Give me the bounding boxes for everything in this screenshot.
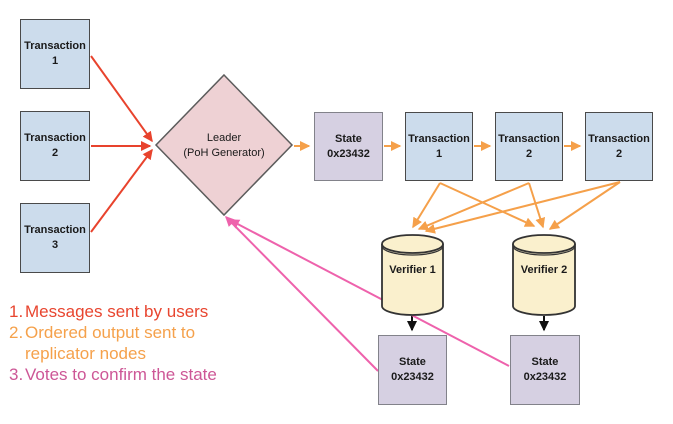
node-user-transaction-2: Transaction 2 (20, 111, 90, 181)
legend-text: Votes to confirm the state (25, 365, 217, 384)
legend-text: Messages sent by users (25, 302, 209, 321)
arrow-chaintx3-to-verifier2 (548, 181, 621, 230)
leader-diamond-shape (154, 73, 294, 217)
arrow-tx3-to-leader (90, 148, 153, 233)
node-user-transaction-1: Transaction 1 (20, 19, 90, 89)
legend-number: 2. (9, 323, 24, 342)
arrow-chaintx1-to-verifier1 (412, 182, 441, 229)
arrow-chaintx2-to-verifier1 (417, 182, 530, 231)
verifier1-cylinder-shape (381, 234, 444, 316)
legend-item-ordered-output: 2. Ordered output sent to replicator nod… (9, 322, 259, 364)
verifier2-cylinder-shape (512, 234, 576, 316)
node-state-verifier1: State 0x23432 (378, 335, 447, 405)
node-state-verifier2: State 0x23432 (510, 335, 580, 405)
legend-number: 3. (9, 365, 24, 384)
arrow-chaintx1-to-verifier2 (439, 182, 536, 227)
legend-item-votes: 3. Votes to confirm the state (9, 364, 259, 385)
node-state-head: State 0x23432 (314, 112, 383, 181)
node-chain-transaction-2: Transaction 2 (495, 112, 563, 181)
legend-text: Ordered output sent to replicator nodes (25, 323, 196, 363)
arrow-tx1-to-leader (90, 55, 153, 143)
legend-item-messages: 1. Messages sent by users (9, 301, 259, 322)
legend-number: 1. (9, 302, 24, 321)
arrow-state2-vote-to-leader (228, 219, 510, 367)
arrow-state1-vote-to-leader (225, 216, 379, 372)
node-chain-transaction-1: Transaction 1 (405, 112, 473, 181)
arrow-chaintx3-to-verifier1 (424, 181, 621, 234)
node-user-transaction-3: Transaction 3 (20, 203, 90, 273)
cylinder-rim (381, 245, 444, 256)
node-chain-transaction-3: Transaction 2 (585, 112, 653, 181)
legend: 1. Messages sent by users 2. Ordered out… (9, 301, 259, 385)
arrow-chaintx2-to-verifier2 (528, 182, 546, 229)
cylinder-rim (512, 245, 576, 256)
